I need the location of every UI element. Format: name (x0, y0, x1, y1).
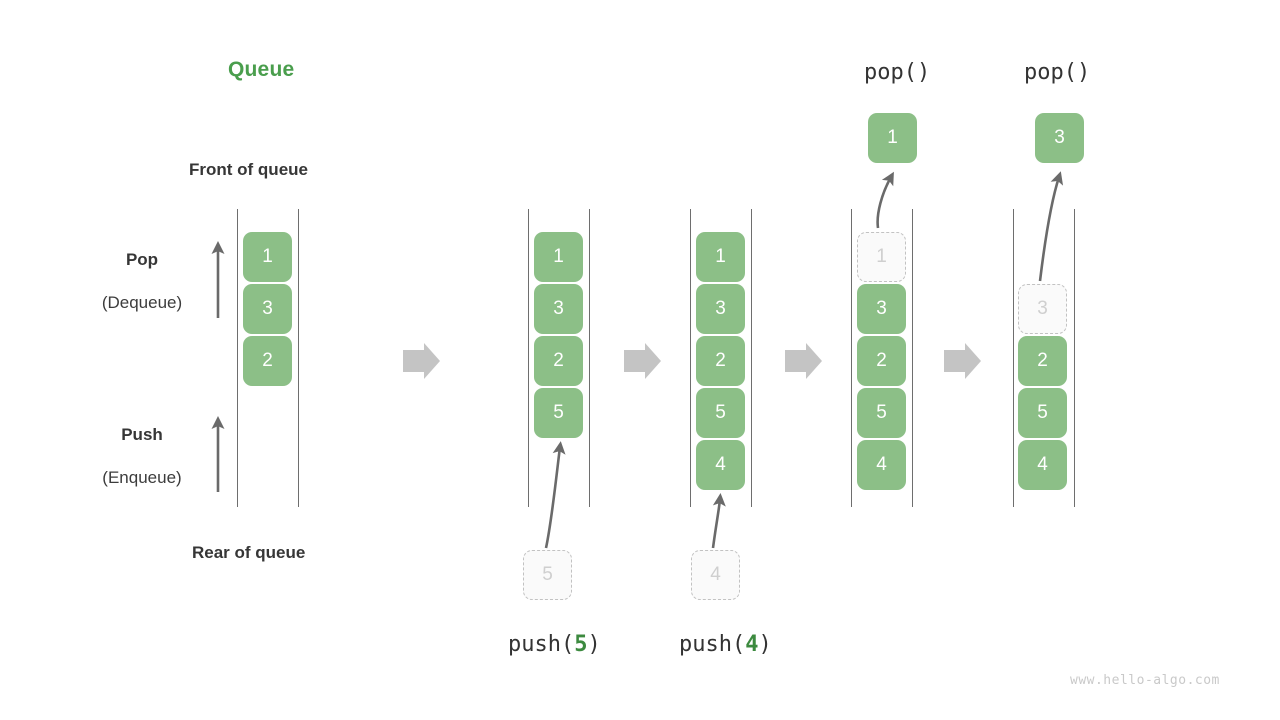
pop-1-arrow (876, 171, 894, 229)
step-arrow-3 (785, 343, 822, 379)
queue-rail-right-3 (751, 209, 752, 507)
queue-rail-right-4 (912, 209, 913, 507)
pop-sublabel: (Dequeue) (101, 293, 183, 312)
queue-rail-left-4 (851, 209, 852, 507)
pop-3-arrow (1038, 171, 1064, 282)
queue-cell: 2 (857, 336, 906, 386)
push-caption-1: push(5) (508, 632, 601, 657)
push-caption-2: push(4) (679, 632, 772, 657)
queue-rail-left-5 (1013, 209, 1014, 507)
push-caption-1-arg: 5 (574, 632, 588, 657)
queue-cell: 3 (857, 284, 906, 334)
push-sublabel: (Enqueue) (102, 468, 182, 487)
pop-caption-2: pop() (1024, 60, 1091, 85)
popped-value-cell: 1 (868, 113, 917, 163)
queue-cell: 2 (534, 336, 583, 386)
queue-rail-left-1 (237, 209, 238, 507)
queue-cell: 5 (534, 388, 583, 438)
queue-cell: 1 (243, 232, 292, 282)
queue-rail-right-2 (589, 209, 590, 507)
queue-cell: 4 (1018, 440, 1067, 490)
queue-rail-left-3 (690, 209, 691, 507)
queue-cell: 5 (857, 388, 906, 438)
queue-cell: 2 (696, 336, 745, 386)
push-label: Push (121, 425, 163, 444)
step-arrow-1 (403, 343, 440, 379)
incoming-ghost-cell: 5 (523, 550, 572, 600)
popped-value-cell: 3 (1035, 113, 1084, 163)
push-caption-2-close: ) (758, 632, 772, 657)
page-title: Queue (228, 58, 295, 81)
incoming-ghost-cell: 4 (691, 550, 740, 600)
queue-cell: 1 (534, 232, 583, 282)
queue-rail-right-1 (298, 209, 299, 507)
queue-cell: 4 (696, 440, 745, 490)
popped-ghost-cell: 3 (1018, 284, 1067, 334)
queue-cell: 3 (696, 284, 745, 334)
queue-cell: 5 (696, 388, 745, 438)
pop-caption-1: pop() (864, 60, 931, 85)
step-arrow-2 (624, 343, 661, 379)
push-caption-1-close: ) (587, 632, 601, 657)
queue-cell: 4 (857, 440, 906, 490)
push-caption-2-name: push (679, 632, 732, 657)
queue-cell: 2 (1018, 336, 1067, 386)
rear-of-queue-label: Rear of queue (192, 543, 306, 562)
pop-label: Pop (125, 250, 159, 269)
push-caption-1-name: push (508, 632, 561, 657)
push-caption-2-arg: 4 (745, 632, 759, 657)
push-4-arrow (711, 493, 726, 549)
queue-cell: 3 (534, 284, 583, 334)
watermark: www.hello-algo.com (1070, 673, 1220, 688)
queue-cell: 2 (243, 336, 292, 386)
step-arrow-4 (944, 343, 981, 379)
popped-ghost-cell: 1 (857, 232, 906, 282)
push-5-arrow (544, 441, 566, 549)
queue-cell: 1 (696, 232, 745, 282)
queue-rail-right-5 (1074, 209, 1075, 507)
queue-rail-left-2 (528, 209, 529, 507)
queue-cell: 3 (243, 284, 292, 334)
push-caption-1-open: ( (560, 632, 575, 657)
front-of-queue-label: Front of queue (189, 160, 308, 179)
push-caption-2-open: ( (731, 632, 746, 657)
queue-cell: 5 (1018, 388, 1067, 438)
